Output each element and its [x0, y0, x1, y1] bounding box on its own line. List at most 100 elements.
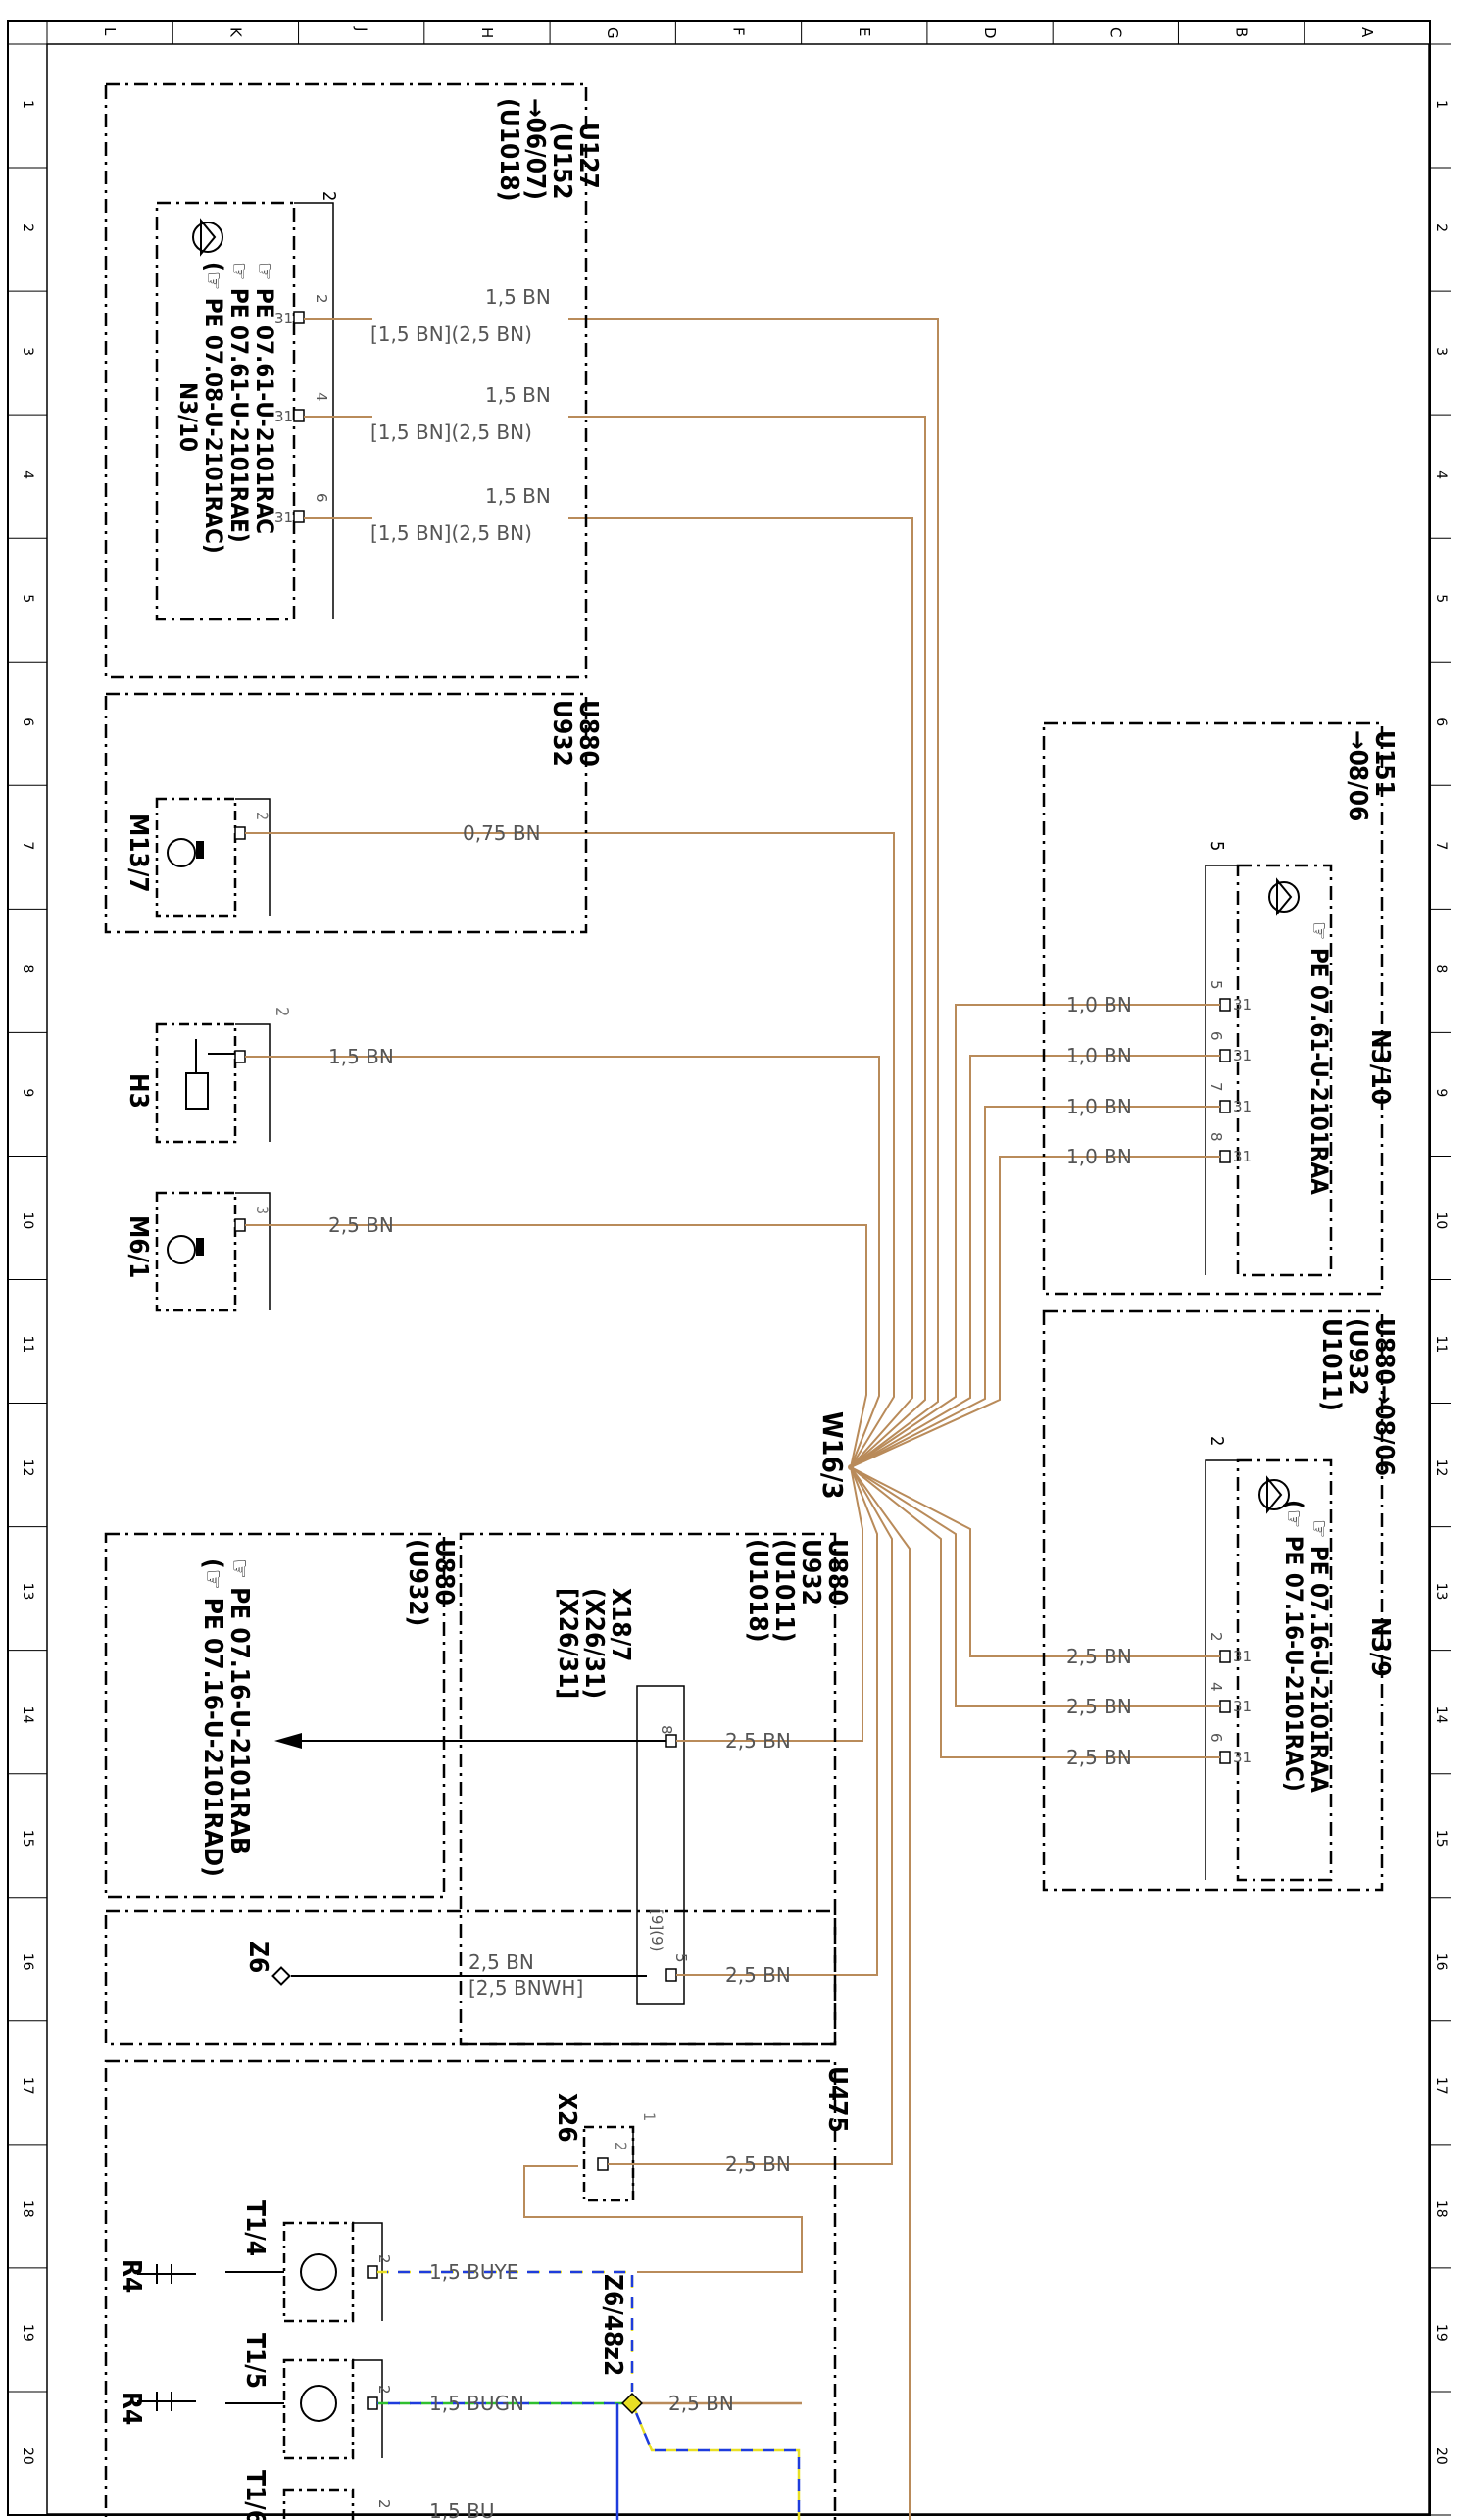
wire-r1[interactable] [850, 1004, 1220, 1468]
m61-box [155, 1191, 237, 1312]
row-label: 17 [20, 2077, 35, 2095]
row-label: 2 [1433, 223, 1449, 232]
row-label: 9 [20, 1088, 35, 1097]
wire-w6[interactable] [260, 1224, 867, 1468]
row-label: 1 [1433, 100, 1449, 109]
sensor-icon [1258, 1479, 1290, 1510]
m13-name: M13/7 [123, 814, 153, 893]
row-label: 14 [1433, 1706, 1449, 1724]
row-label: 14 [20, 1706, 35, 1724]
motor-icon [167, 1235, 196, 1264]
wire-r2[interactable] [850, 1055, 1220, 1468]
wire-r4[interactable] [850, 1156, 1220, 1468]
n310top-line-2: ☞ PE 07.61-U-2101RAE) [225, 262, 253, 543]
wire-w3[interactable] [568, 517, 913, 1468]
r4-label-2: R4 [117, 2392, 146, 2425]
row-label: 16 [1433, 1953, 1449, 1971]
z6wire-label: 2,5 BN [468, 1951, 534, 1974]
bugn-label: 1,5 BUGN [429, 2392, 524, 2415]
row-label: 3 [20, 347, 35, 356]
brown-harness [260, 318, 1220, 2520]
x26-conn: X26 [552, 2093, 581, 2143]
z6-48z2-label: Z6/48z2 [598, 2274, 627, 2376]
wire-buye-yellow[interactable] [377, 2270, 634, 2392]
wire-x26[interactable] [627, 1466, 893, 2165]
wire-z6bn[interactable] [523, 2165, 803, 2273]
wire-x18pin8[interactable] [686, 1466, 863, 1742]
w2-pin: 4 [313, 392, 330, 402]
column-label: D [981, 27, 999, 39]
box-u127 [104, 82, 588, 679]
wire-w4[interactable] [260, 832, 895, 1468]
x18-code-1: U932 [796, 1539, 825, 1606]
r4-label: 1,0 BN [1066, 1145, 1132, 1168]
u880m-code-1: U932 [547, 700, 576, 766]
u880r-code-1: (U932 [1343, 1318, 1372, 1396]
w3-pin: 6 [313, 493, 330, 503]
z6-48z2-junction [621, 2393, 643, 2414]
column-label: C [1107, 27, 1124, 37]
r4-term: 31 [1233, 1148, 1252, 1165]
t16-box [282, 2488, 355, 2520]
wire-trunk-down[interactable] [850, 1466, 911, 2520]
z6bn-label: 2,5 BN [668, 2392, 734, 2415]
wire-z6-yellow[interactable] [630, 2402, 801, 2520]
row-label: 15 [20, 1830, 35, 1848]
transistor-icon [300, 2253, 337, 2291]
row-label: 9 [1433, 1088, 1449, 1097]
w3-term: 31 [274, 509, 293, 526]
x18pin5-pin: 5 [672, 1953, 690, 1963]
r3-label: 1,0 BN [1066, 1095, 1132, 1118]
n310r-line-1: ☞ PE 07.61-U-2101RAA [1305, 921, 1333, 1195]
transistor-icon [300, 2385, 337, 2422]
r6-term: 31 [1233, 1698, 1252, 1715]
wire-x18pin5[interactable] [686, 1466, 878, 1976]
x18pin5-alt: [9](9) [648, 1909, 665, 1952]
r7-label: 2,5 BN [1066, 1746, 1132, 1769]
wire-buye-blue[interactable] [387, 2270, 634, 2392]
r2-term: 31 [1233, 1047, 1252, 1064]
peref-line-0: ☞ PE 07.16-U-2101RAB [224, 1558, 254, 1854]
t6-label: 1,5 BU [429, 2499, 495, 2520]
x26-pin: 1 [640, 2112, 659, 2121]
n310top-line-0: N3/10 [174, 382, 202, 452]
wire-r7[interactable] [850, 1466, 1220, 1758]
x18pin5-label: 2,5 BN [725, 1963, 791, 1987]
u127-code-1: (U152 [547, 123, 576, 200]
outer-frame [7, 20, 1431, 2516]
r4-label-1: R4 [117, 2259, 146, 2293]
w1-pin: 2 [313, 294, 330, 304]
column-label: B [1233, 27, 1251, 37]
row-label: 5 [20, 594, 35, 603]
wire-r5[interactable] [850, 1466, 1220, 1657]
x18-line-0: X18/7 [606, 1588, 635, 1661]
n39-pincount: 2 [1206, 1436, 1227, 1446]
wire-w5[interactable] [260, 1056, 880, 1468]
x18-line-2: [X26/31] [553, 1588, 582, 1699]
n310r-pincount: 5 [1206, 841, 1227, 851]
x18-code-0: U880 [822, 1539, 852, 1606]
wire-r3[interactable] [850, 1106, 1220, 1468]
peref-code-1: (U932) [403, 1539, 432, 1626]
row-label: 6 [20, 717, 35, 726]
r5-pin: 2 [1207, 1632, 1225, 1642]
column-label: H [478, 27, 496, 38]
r7-pin: 6 [1207, 1733, 1225, 1743]
r7-term: 31 [1233, 1749, 1252, 1766]
row-label: 20 [1433, 2447, 1449, 2465]
row-label: 12 [1433, 1459, 1449, 1477]
wire-r6[interactable] [850, 1466, 1220, 1707]
hub-label: W16/3 [816, 1411, 849, 1500]
wire-w2[interactable] [568, 416, 926, 1468]
w1-label: 1,5 BN [485, 285, 551, 309]
wire-w1[interactable] [568, 318, 939, 1468]
wire-z6-blue[interactable] [630, 2402, 801, 2520]
motor-icon [167, 838, 196, 867]
hub-node [848, 1464, 854, 1470]
w3-label: 1,5 BN [485, 484, 551, 508]
box-pe-ref [104, 1532, 446, 1899]
row-label: 19 [20, 2324, 35, 2342]
n310r-line-0: N3/10 [1365, 1029, 1395, 1105]
